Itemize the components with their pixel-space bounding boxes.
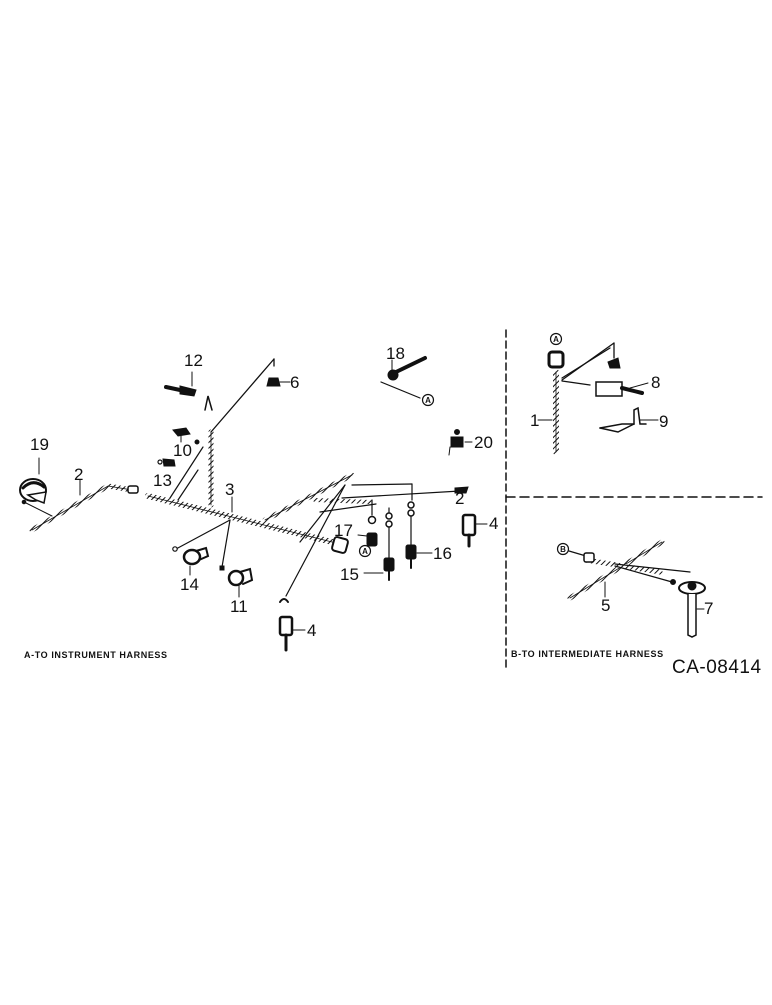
ref-a-18: A (425, 396, 431, 405)
callout-8: 8 (651, 373, 661, 392)
callout-1: 1 (530, 411, 540, 430)
part-17-switch (357, 515, 378, 558)
callout-2: 2 (74, 465, 84, 484)
part-10-sender (172, 427, 191, 443)
part-15-switch (363, 512, 395, 581)
part-12-switch (164, 371, 213, 411)
part-6-sender (266, 377, 291, 387)
part-2-left-harness (21, 479, 139, 533)
part-8-switch (595, 357, 649, 397)
callout-18: 18 (386, 344, 405, 363)
callout-9: 9 (659, 412, 669, 431)
part-4-upper-sender (461, 513, 488, 548)
part-5-harness (556, 539, 691, 601)
callout-5: 5 (601, 596, 611, 615)
callout-4-lower: 4 (307, 621, 317, 640)
callout-12: 12 (184, 351, 203, 370)
ref-a-17: A (362, 547, 368, 556)
part-7-sender (678, 581, 706, 638)
part-4-lower-sender (278, 598, 306, 652)
part-14-switch (182, 546, 210, 576)
callout-11: 11 (230, 597, 248, 616)
ref-b-5: B (560, 545, 566, 554)
note-intermediate-harness: B-TO INTERMEDIATE HARNESS (511, 649, 664, 659)
part-13-sender (157, 458, 176, 467)
note-instrument-harness: A-TO INSTRUMENT HARNESS (24, 650, 168, 660)
callout-19: 19 (30, 435, 49, 454)
callout-2-right: 2 (455, 489, 465, 508)
callout-17: 17 (334, 521, 353, 540)
figure-number: CA-08414 (672, 657, 762, 678)
callout-14: 14 (180, 575, 199, 594)
callout-20: 20 (474, 433, 493, 452)
part-11-switch (227, 567, 254, 598)
callout-10: 10 (173, 441, 192, 460)
callout-13: 13 (153, 471, 172, 490)
part-2-right-harness (319, 483, 469, 519)
callout-6: 6 (290, 373, 300, 392)
part-3-main-harness (145, 358, 372, 597)
part-16-switch (405, 501, 433, 569)
callout-7: 7 (704, 599, 714, 618)
part-20-connector (448, 429, 473, 456)
part-9-bracket (599, 406, 659, 433)
callout-4-upper: 4 (489, 514, 499, 533)
ref-a-1: A (553, 335, 559, 344)
part-18-connector (380, 356, 435, 407)
callout-3: 3 (225, 480, 235, 499)
callout-16: 16 (433, 544, 452, 563)
callout-15: 15 (340, 565, 359, 584)
part-1-harness (537, 332, 615, 455)
part-19-buzzer (19, 457, 47, 505)
